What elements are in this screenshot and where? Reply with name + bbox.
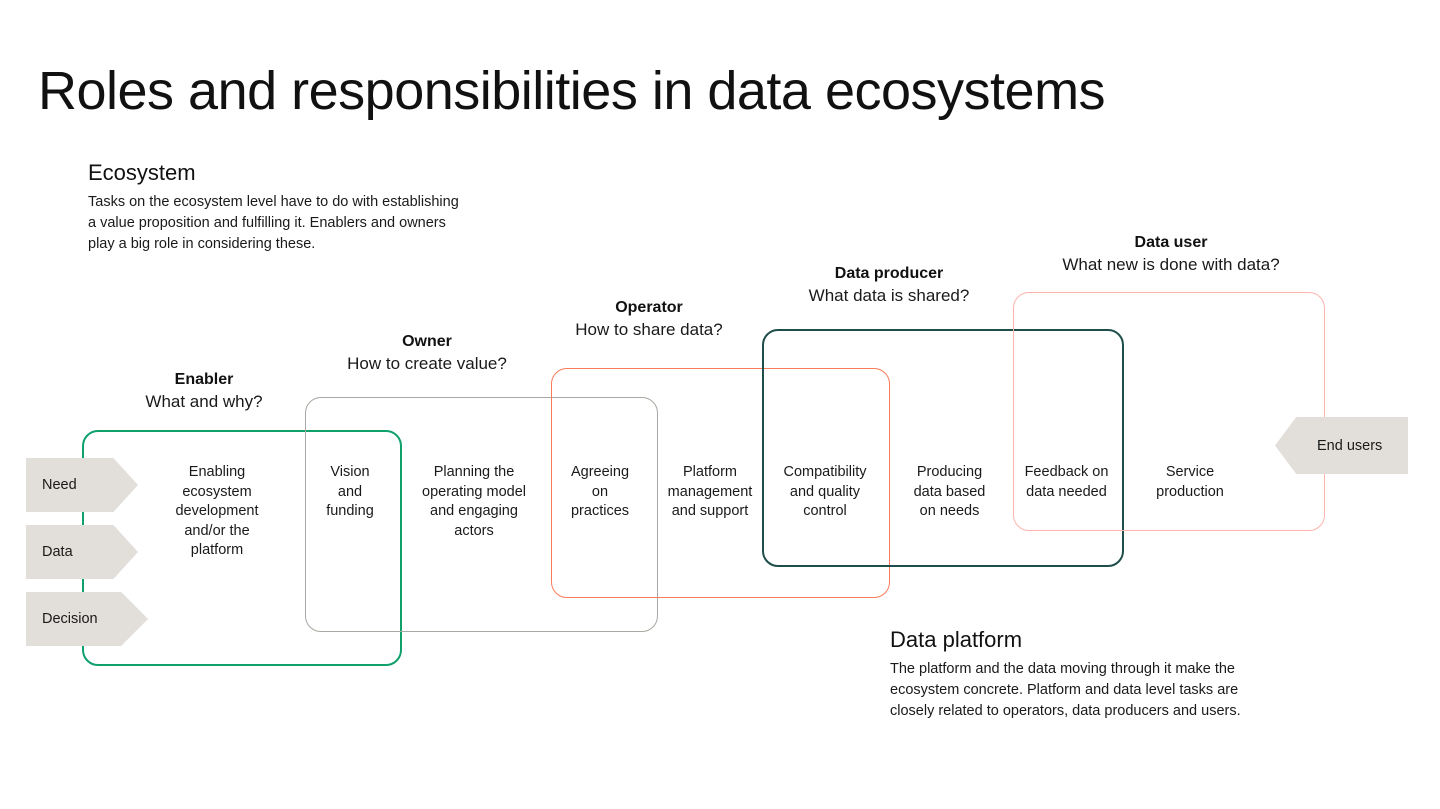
input-chip-data-label: Data bbox=[42, 544, 73, 560]
ecosystem-note-heading: Ecosystem bbox=[88, 160, 196, 185]
role-name-data-producer: Data producer bbox=[834, 265, 944, 282]
input-chip-need-label: Need bbox=[42, 477, 77, 493]
role-box-data-user[interactable] bbox=[1013, 292, 1325, 531]
task-compatibility-and-quality-control: Compatibility and quality control bbox=[783, 464, 867, 519]
ecosystem-note-body: Tasks on the ecosystem level have to do … bbox=[88, 194, 459, 253]
role-header-owner: Owner How to create value? bbox=[327, 333, 527, 374]
role-name-data-user: Data user bbox=[1134, 234, 1208, 251]
role-question-enabler: What and why? bbox=[145, 392, 263, 412]
role-header-operator: Operator How to share data? bbox=[549, 299, 749, 340]
task-producing-data-based-on-needs: Producing data based on needs bbox=[913, 464, 986, 519]
task-feedback-on-data-needed: Feedback on data needed bbox=[1024, 464, 1109, 500]
ecosystem-note: Ecosystem Tasks on the ecosystem level h… bbox=[88, 160, 528, 255]
role-question-owner: How to create value? bbox=[347, 354, 507, 374]
task-service-production: Service production bbox=[1156, 464, 1224, 500]
input-chip-need[interactable]: Need bbox=[26, 458, 138, 512]
role-question-operator: How to share data? bbox=[575, 320, 723, 340]
input-chip-data[interactable]: Data bbox=[26, 525, 138, 579]
role-box-operator[interactable] bbox=[551, 368, 890, 598]
data-platform-note: Data platform The platform and the data … bbox=[890, 627, 1310, 722]
role-box-data-producer[interactable] bbox=[762, 329, 1124, 567]
data-platform-note-heading: Data platform bbox=[890, 627, 1023, 652]
role-name-operator: Operator bbox=[615, 299, 683, 316]
task-planning-operating-model: Planning the operating model and engagin… bbox=[422, 464, 526, 539]
task-enabling-ecosystem-development: Enabling ecosystem development and/or th… bbox=[175, 464, 259, 558]
input-chip-decision-label: Decision bbox=[42, 611, 98, 627]
page-title: Roles and responsibilities in data ecosy… bbox=[38, 61, 1106, 122]
role-name-owner: Owner bbox=[402, 333, 452, 350]
role-box-owner[interactable] bbox=[305, 397, 658, 632]
task-agreeing-on-practices: Agreeing on practices bbox=[570, 464, 630, 519]
role-header-data-producer: Data producer What data is shared? bbox=[789, 265, 989, 306]
input-chip-decision[interactable]: Decision bbox=[26, 592, 148, 646]
role-question-data-producer: What data is shared? bbox=[808, 286, 970, 306]
output-chip-end-users[interactable]: End users bbox=[1275, 417, 1408, 474]
task-platform-management-and-support: Platform management and support bbox=[667, 464, 753, 519]
role-name-enabler: Enabler bbox=[174, 371, 234, 388]
data-platform-note-body: The platform and the data moving through… bbox=[890, 661, 1241, 720]
role-header-data-user: Data user What new is done with data? bbox=[1051, 234, 1291, 275]
task-vision-and-funding: Vision and funding bbox=[326, 464, 374, 519]
output-chip-end-users-label: End users bbox=[1317, 437, 1383, 454]
role-question-data-user: What new is done with data? bbox=[1062, 255, 1280, 275]
role-header-enabler: Enabler What and why? bbox=[104, 371, 304, 412]
